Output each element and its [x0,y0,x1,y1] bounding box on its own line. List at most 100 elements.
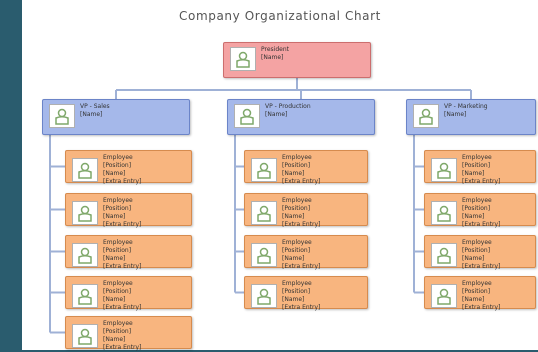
card-text: President[Name] [261,46,367,62]
card-role: Employee [462,197,492,204]
employee-card: Employee[Position][Name][Extra Entry] [65,235,192,270]
card-role: Employee [462,154,492,161]
card-text: Employee[Position][Name][Extra Entry] [103,154,188,186]
person-placeholder-icon [257,288,271,305]
card-line: [Name] [282,170,305,177]
card-text: Employee[Position][Name][Extra Entry] [462,154,532,186]
person-placeholder-icon [78,328,92,345]
card-text: Employee[Position][Name][Extra Entry] [462,197,532,229]
photo-placeholder [431,284,457,308]
photo-placeholder [431,201,457,225]
card-line: [Name] [462,255,485,262]
card-role: VP - Marketing [444,103,488,110]
photo-placeholder [49,104,75,128]
card-line: [Name] [462,296,485,303]
photo-placeholder [230,47,256,71]
person-placeholder-icon [78,205,92,222]
card-line: [Name] [261,54,284,61]
card-role: Employee [103,320,133,327]
card-line: [Name] [80,111,103,118]
card-line: [Extra Entry] [462,263,501,270]
photo-placeholder [72,284,98,308]
card-line: [Name] [282,255,305,262]
card-text: VP - Sales[Name] [80,103,186,119]
vp-card-3: VP - Marketing[Name] [406,99,536,135]
card-line: [Position] [282,162,311,169]
card-line: [Position] [462,205,491,212]
card-line: [Position] [103,162,132,169]
card-line: [Name] [103,170,126,177]
card-role: Employee [462,280,492,287]
card-line: [Name] [282,296,305,303]
card-text: Employee[Position][Name][Extra Entry] [103,197,188,229]
card-text: VP - Marketing[Name] [444,103,532,119]
person-placeholder-icon [78,247,92,264]
card-line: [Extra Entry] [462,221,501,228]
card-role: Employee [282,154,312,161]
card-line: [Name] [282,213,305,220]
employee-card: Employee[Position][Name][Extra Entry] [65,150,192,186]
card-role: President [261,46,289,53]
card-line: [Extra Entry] [103,263,142,270]
card-role: Employee [103,239,133,246]
card-text: Employee[Position][Name][Extra Entry] [282,197,364,229]
person-placeholder-icon [437,162,451,179]
person-placeholder-icon [419,108,433,125]
photo-placeholder [251,284,277,308]
card-line: [Name] [103,255,126,262]
card-role: Employee [103,197,133,204]
photo-placeholder [251,201,277,225]
card-line: [Position] [462,247,491,254]
employee-card: Employee[Position][Name][Extra Entry] [244,276,368,312]
card-role: Employee [282,197,312,204]
employee-card: Employee[Position][Name][Extra Entry] [424,276,536,312]
card-line: [Extra Entry] [282,178,321,185]
employee-card: Employee[Position][Name][Extra Entry] [65,316,192,351]
connector-lines [49,78,472,334]
person-placeholder-icon [437,247,451,264]
person-placeholder-icon [257,162,271,179]
employee-card: Employee[Position][Name][Extra Entry] [65,276,192,311]
employee-card: Employee[Position][Name][Extra Entry] [424,235,536,271]
card-line: [Position] [103,288,132,295]
person-placeholder-icon [257,247,271,264]
photo-placeholder [431,158,457,182]
card-line: [Name] [462,213,485,220]
card-text: Employee[Position][Name][Extra Entry] [462,239,532,271]
card-line: [Position] [462,288,491,295]
card-text: VP - Production[Name] [265,103,371,119]
photo-placeholder [251,158,277,182]
employee-card: Employee[Position][Name][Extra Entry] [244,193,368,229]
vp-card-1: VP - Sales[Name] [42,99,190,135]
card-line: [Position] [462,162,491,169]
card-role: Employee [103,154,133,161]
person-placeholder-icon [78,288,92,305]
photo-placeholder [72,201,98,225]
card-role: VP - Sales [80,103,110,110]
card-line: [Extra Entry] [103,304,142,311]
card-line: [Extra Entry] [282,304,321,311]
card-text: Employee[Position][Name][Extra Entry] [282,280,364,312]
person-placeholder-icon [240,108,254,125]
card-line: [Extra Entry] [103,178,142,185]
person-placeholder-icon [437,288,451,305]
card-line: [Position] [282,288,311,295]
card-line: [Extra Entry] [103,221,142,228]
card-line: [Position] [282,247,311,254]
card-line: [Name] [462,170,485,177]
card-line: [Name] [265,111,288,118]
card-role: Employee [282,239,312,246]
card-line: [Extra Entry] [103,344,142,351]
photo-placeholder [234,104,260,128]
card-line: [Position] [103,205,132,212]
card-text: Employee[Position][Name][Extra Entry] [462,280,532,312]
card-line: [Extra Entry] [462,304,501,311]
chart-title: Company Organizational Chart [179,9,381,23]
photo-placeholder [72,158,98,182]
employee-card: Employee[Position][Name][Extra Entry] [244,150,368,185]
card-line: [Name] [103,296,126,303]
person-placeholder-icon [257,205,271,222]
president-card: President[Name] [223,42,371,78]
card-role: Employee [103,280,133,287]
card-line: [Name] [444,111,467,118]
